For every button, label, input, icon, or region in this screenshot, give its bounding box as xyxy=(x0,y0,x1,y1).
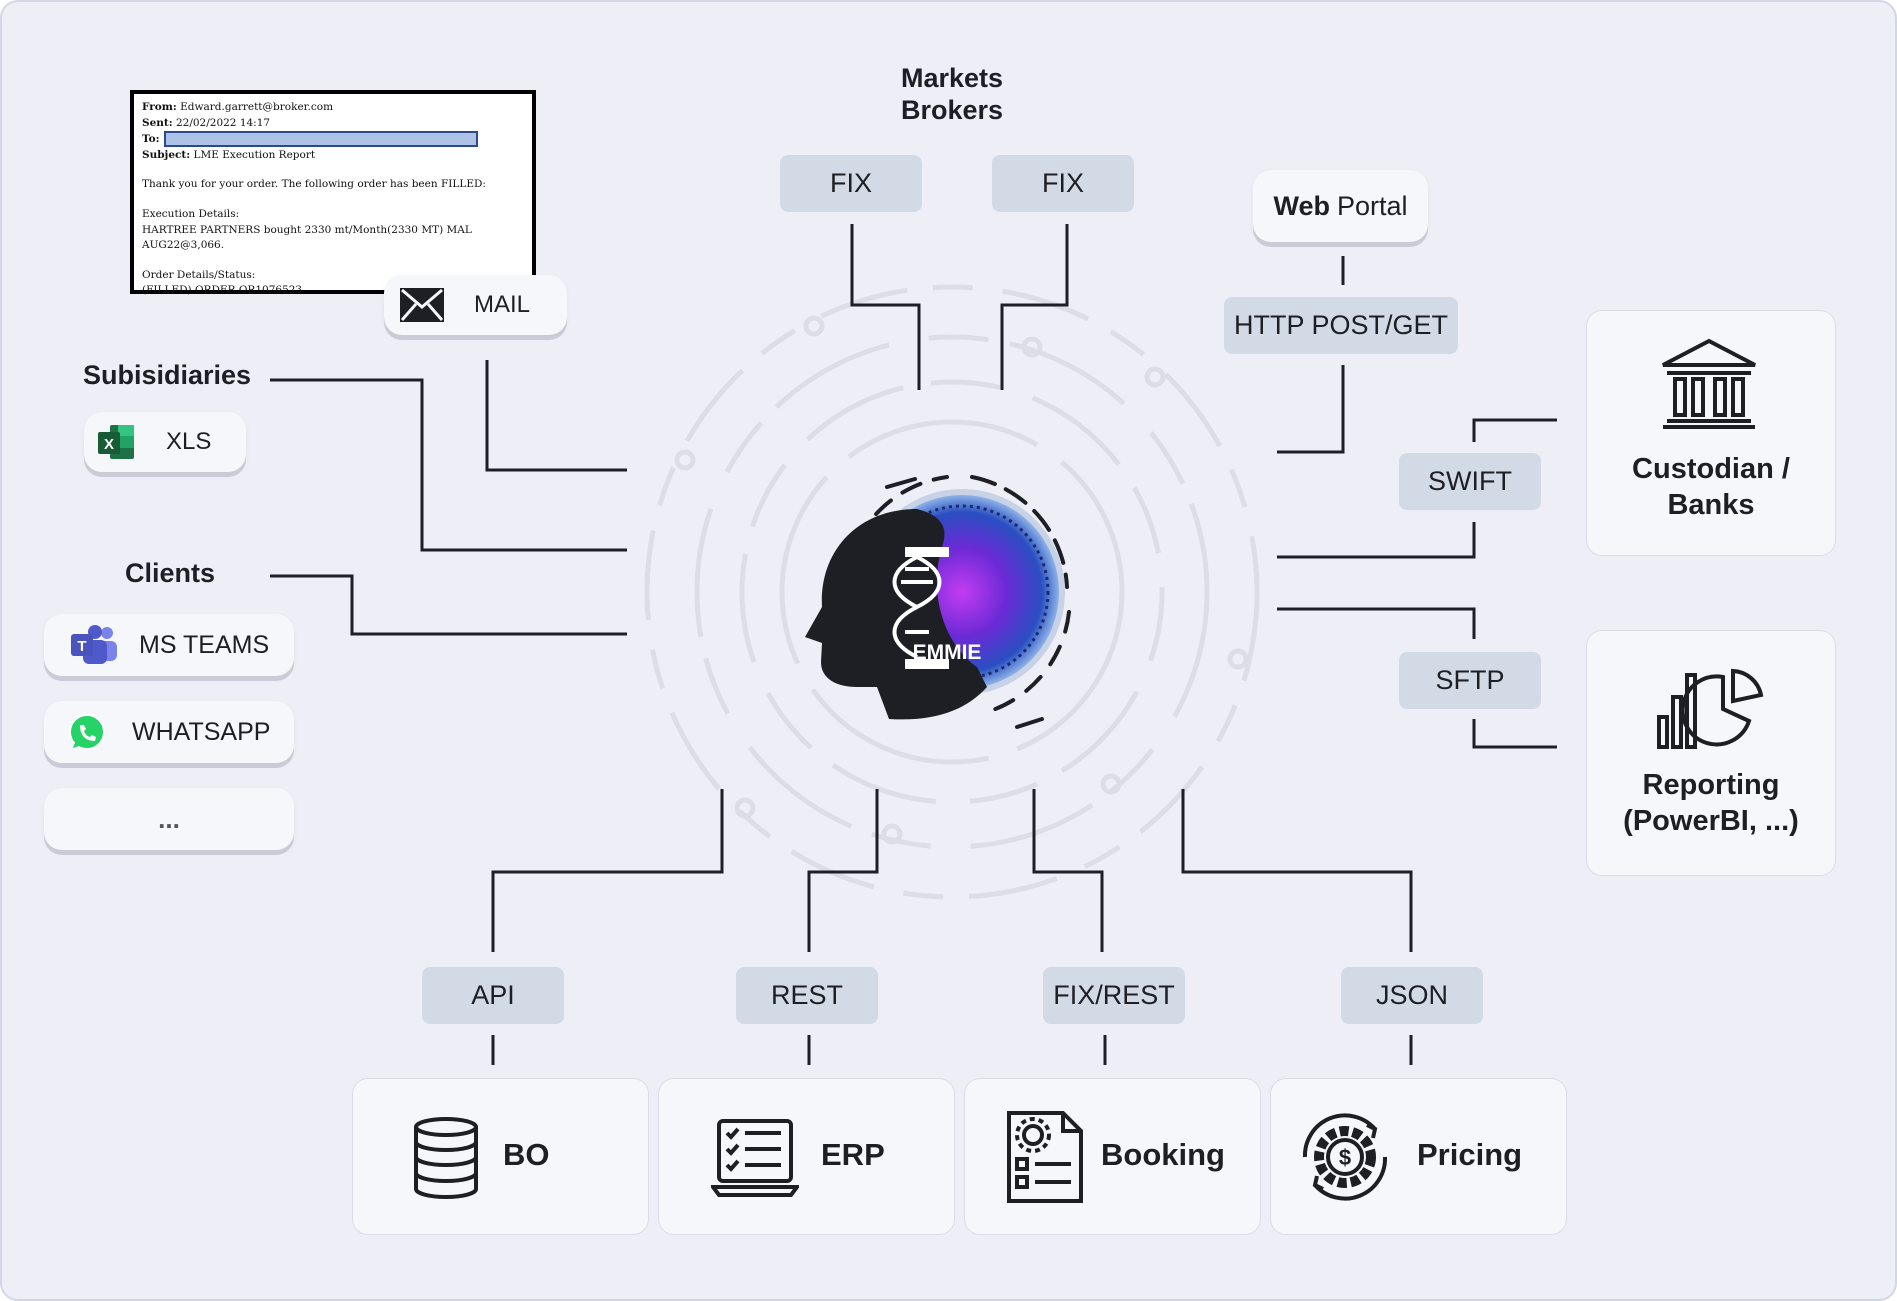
reporting-panel[interactable]: Reporting (PowerBI, ...) xyxy=(1586,630,1836,876)
erp-label: ERP xyxy=(821,1137,885,1172)
http-pill: HTTP POST/GET xyxy=(1224,297,1458,354)
xls-label: XLS xyxy=(166,428,212,455)
email-to-redacted xyxy=(163,131,478,148)
api-pill: API xyxy=(422,967,564,1024)
envelope-icon xyxy=(400,288,444,322)
web-portal-card[interactable]: Web Portal xyxy=(1253,170,1428,242)
whatsapp-icon xyxy=(69,714,105,750)
email-to: To: xyxy=(142,131,524,148)
emmie-logo: EMMIE xyxy=(797,447,1107,737)
svg-text:T: T xyxy=(77,638,86,655)
fix-rest-pill: FIX/REST xyxy=(1043,967,1185,1024)
pricing-label: Pricing xyxy=(1417,1137,1523,1172)
svg-text:$: $ xyxy=(1339,1145,1351,1170)
bo-box[interactable]: BO xyxy=(352,1078,649,1235)
swift-pill: SWIFT xyxy=(1399,453,1541,510)
reporting-label: Reporting (PowerBI, ...) xyxy=(1623,769,1799,837)
more-clients-card[interactable]: ... xyxy=(44,788,294,850)
bo-label: BO xyxy=(503,1137,550,1172)
markets-label: Markets xyxy=(900,63,1004,93)
pricing-box[interactable]: $ Pricing xyxy=(1270,1078,1567,1235)
database-icon xyxy=(414,1117,478,1199)
clients-title: Clients xyxy=(124,558,216,588)
mail-card[interactable]: MAIL xyxy=(384,275,567,335)
fix-pill-1: FIX xyxy=(780,155,922,212)
email-subject: Subject: LME Execution Report xyxy=(142,148,316,161)
decorative-rings xyxy=(644,284,1260,900)
json-pill: JSON xyxy=(1341,967,1483,1024)
wires xyxy=(270,224,1557,1065)
email-line-1: Thank you for your order. The following … xyxy=(142,178,486,191)
fix-pill-2: FIX xyxy=(992,155,1134,212)
emmie-name: EMMIE xyxy=(913,641,982,664)
xls-card[interactable]: X XLS xyxy=(84,412,246,472)
email-line-4: Order Details/Status: xyxy=(142,268,256,281)
ms-teams-card[interactable]: T MS TEAMS xyxy=(44,614,294,676)
mail-label: MAIL xyxy=(474,291,531,318)
whatsapp-card[interactable]: WHATSAPP xyxy=(44,701,294,763)
pricing-gear-icon: $ xyxy=(1302,1113,1388,1201)
sftp-pill: SFTP xyxy=(1399,652,1541,709)
laptop-checklist-icon xyxy=(711,1119,799,1197)
email-line-3: HARTREE PARTNERS bought 2330 mt/Month(23… xyxy=(142,223,472,252)
booking-box[interactable]: Booking xyxy=(964,1078,1261,1235)
custodian-banks-panel[interactable]: Custodian / Banks xyxy=(1586,310,1836,556)
erp-box[interactable]: ERP xyxy=(658,1078,955,1235)
email-sent: Sent: 22/02/2022 14:17 xyxy=(142,116,271,129)
bank-icon xyxy=(1662,338,1756,429)
bar-pie-chart-icon xyxy=(1657,668,1764,749)
email-line-2: Execution Details: xyxy=(142,207,240,220)
email-line-5: (FILLED) ORDER OR1076523 xyxy=(142,284,303,297)
subsidiaries-title: Subisidiaries xyxy=(82,360,252,390)
markets-brokers-title: Markets Brokers xyxy=(862,62,1042,126)
rest-pill: REST xyxy=(736,967,878,1024)
custodian-banks-label: Custodian / Banks xyxy=(1632,453,1790,521)
more-clients-label: ... xyxy=(158,803,180,834)
excel-icon: X xyxy=(98,425,134,459)
brokers-label: Brokers xyxy=(900,95,1004,125)
ms-teams-label: MS TEAMS xyxy=(139,630,270,659)
svg-text:X: X xyxy=(104,436,114,453)
web-portal-rest: Portal xyxy=(1336,190,1408,221)
ms-teams-icon: T xyxy=(71,625,117,664)
email-preview: From: Edward.garrett@broker.com Sent: 22… xyxy=(130,90,536,296)
web-portal-bold: Web xyxy=(1273,190,1330,221)
booking-document-icon xyxy=(1007,1111,1083,1203)
booking-label: Booking xyxy=(1101,1137,1225,1172)
emmie-head-icon: EMMIE xyxy=(805,475,1071,729)
email-from: From: Edward.garrett@broker.com xyxy=(142,101,334,113)
whatsapp-label: WHATSAPP xyxy=(132,717,271,746)
